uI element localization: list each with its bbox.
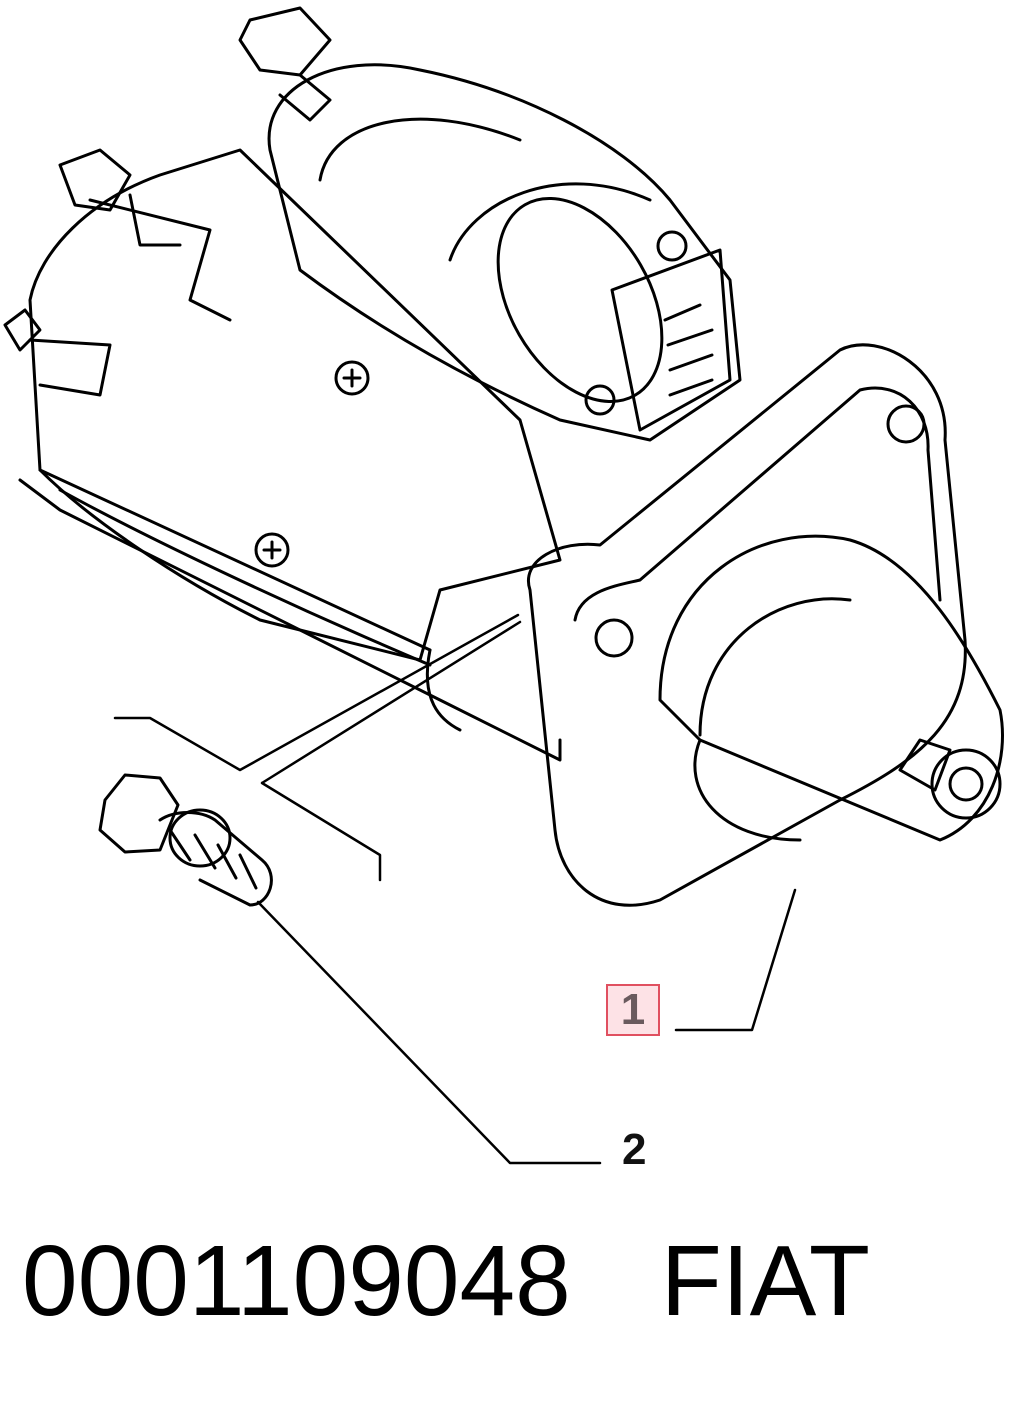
terminal-small-left bbox=[3, 308, 112, 397]
leader-line-2 bbox=[256, 900, 602, 1165]
callout-1-label: 1 bbox=[606, 984, 660, 1036]
solenoid-connector bbox=[584, 230, 732, 432]
leader-line-1 bbox=[674, 888, 797, 1032]
section-bracket bbox=[113, 613, 522, 882]
solenoid bbox=[267, 63, 742, 442]
starter-motor-body bbox=[18, 148, 562, 762]
mounting-bolt bbox=[98, 773, 273, 907]
callout-2-label: 2 bbox=[622, 1125, 647, 1174]
footer: 0001109048 FIAT bbox=[22, 1226, 870, 1336]
terminal-bolt-left bbox=[58, 148, 232, 322]
brand-name: FIAT bbox=[660, 1225, 870, 1337]
leader-lines bbox=[113, 613, 797, 1165]
starter-motor-diagram bbox=[3, 6, 1004, 1165]
mounting-flange bbox=[526, 343, 967, 907]
pinion-nose bbox=[658, 534, 1004, 842]
terminal-bolt-top bbox=[238, 6, 332, 122]
part-number: 0001109048 bbox=[22, 1225, 571, 1337]
